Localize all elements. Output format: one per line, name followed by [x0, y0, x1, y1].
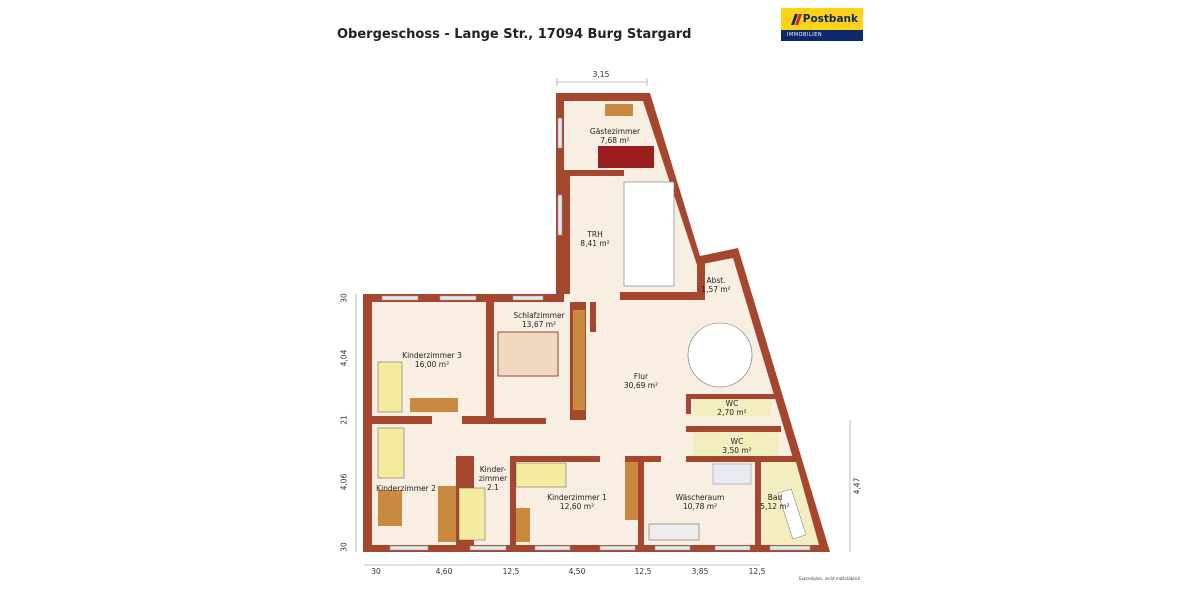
- wardrobe-k21: [438, 486, 456, 542]
- dim-bottom-3: 12,5: [502, 567, 520, 576]
- dim-left-3: 21: [339, 415, 349, 425]
- dimension-lines: [355, 78, 851, 566]
- double-bed: [497, 331, 559, 377]
- room-kinderzimmer-2: Kinderzimmer 2: [376, 484, 436, 493]
- logo-brand: Postbank: [781, 8, 863, 30]
- desk-k1: [516, 508, 530, 542]
- bed-k3: [377, 361, 403, 413]
- bed-k1: [515, 462, 567, 488]
- wardrobe: [573, 310, 585, 410]
- guest-desk: [605, 104, 633, 116]
- washer-dryer: [712, 463, 752, 485]
- dim-left-2: 4,04: [339, 349, 349, 367]
- dim-bottom-6: 3,85: [691, 567, 709, 576]
- dim-bottom-1: 30: [371, 567, 381, 576]
- windows: [381, 117, 811, 551]
- room-abst: Abst.1,57 m²: [701, 276, 731, 294]
- room-kinderzimmer-2-1: Kinder- zimmer 2.1: [478, 465, 508, 492]
- footnote: Exposéplan, nicht maßstäblich: [799, 576, 861, 581]
- dim-bottom-7: 12,5: [748, 567, 766, 576]
- furniture: [377, 104, 807, 542]
- dim-right: 4,47: [852, 477, 862, 495]
- bed-k21: [458, 487, 486, 541]
- dim-left-5: 30: [339, 542, 349, 552]
- staircase: [623, 181, 675, 287]
- desk-k3: [410, 398, 458, 412]
- dim-bottom-5: 12,5: [634, 567, 652, 576]
- dim-left-1: 30: [339, 293, 349, 303]
- plan-title: Obergeschoss - Lange Str., 17094 Burg St…: [337, 27, 692, 42]
- laundry-rack: [648, 523, 700, 541]
- postbank-mark-icon: [791, 14, 802, 25]
- wc-tiles: [693, 398, 771, 416]
- wc2-tiles: [693, 432, 779, 456]
- bathtub: [777, 488, 807, 540]
- dim-bottom-4: 4,50: [568, 567, 586, 576]
- logo-sub: IMMOBILIEN: [781, 30, 863, 41]
- cabinet: [625, 462, 638, 520]
- postbank-logo: Postbank IMMOBILIEN: [781, 8, 863, 41]
- bed-k2: [377, 427, 405, 479]
- spiral-stair: [687, 322, 753, 388]
- dim-bottom-2: 4,60: [435, 567, 453, 576]
- guest-bed: [598, 146, 654, 168]
- dim-left-4: 4,06: [339, 473, 349, 491]
- dim-top: 3,15: [592, 70, 610, 79]
- desk-k2: [378, 490, 402, 526]
